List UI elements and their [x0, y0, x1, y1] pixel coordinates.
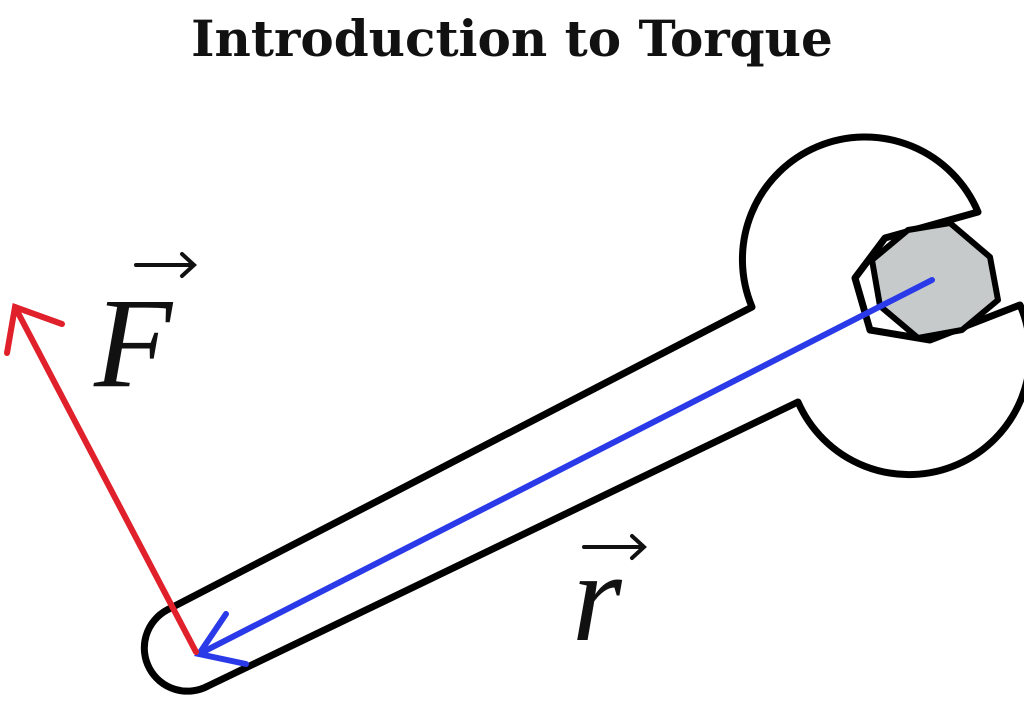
force-vector-arrow [4, 302, 199, 655]
wrench-outline [140, 133, 1024, 695]
force-label-text: F [93, 272, 174, 414]
hex-nut [869, 220, 1001, 341]
radius-label-text: r [572, 526, 623, 668]
radius-overarrow-icon [582, 534, 647, 560]
radius-label: r [572, 526, 647, 668]
radius-vector-arrow [194, 277, 935, 667]
diagram-title: Introduction to Torque [191, 9, 833, 68]
force-label: F [93, 252, 197, 414]
wrench [140, 133, 1024, 695]
force-overarrow-icon [134, 252, 197, 278]
